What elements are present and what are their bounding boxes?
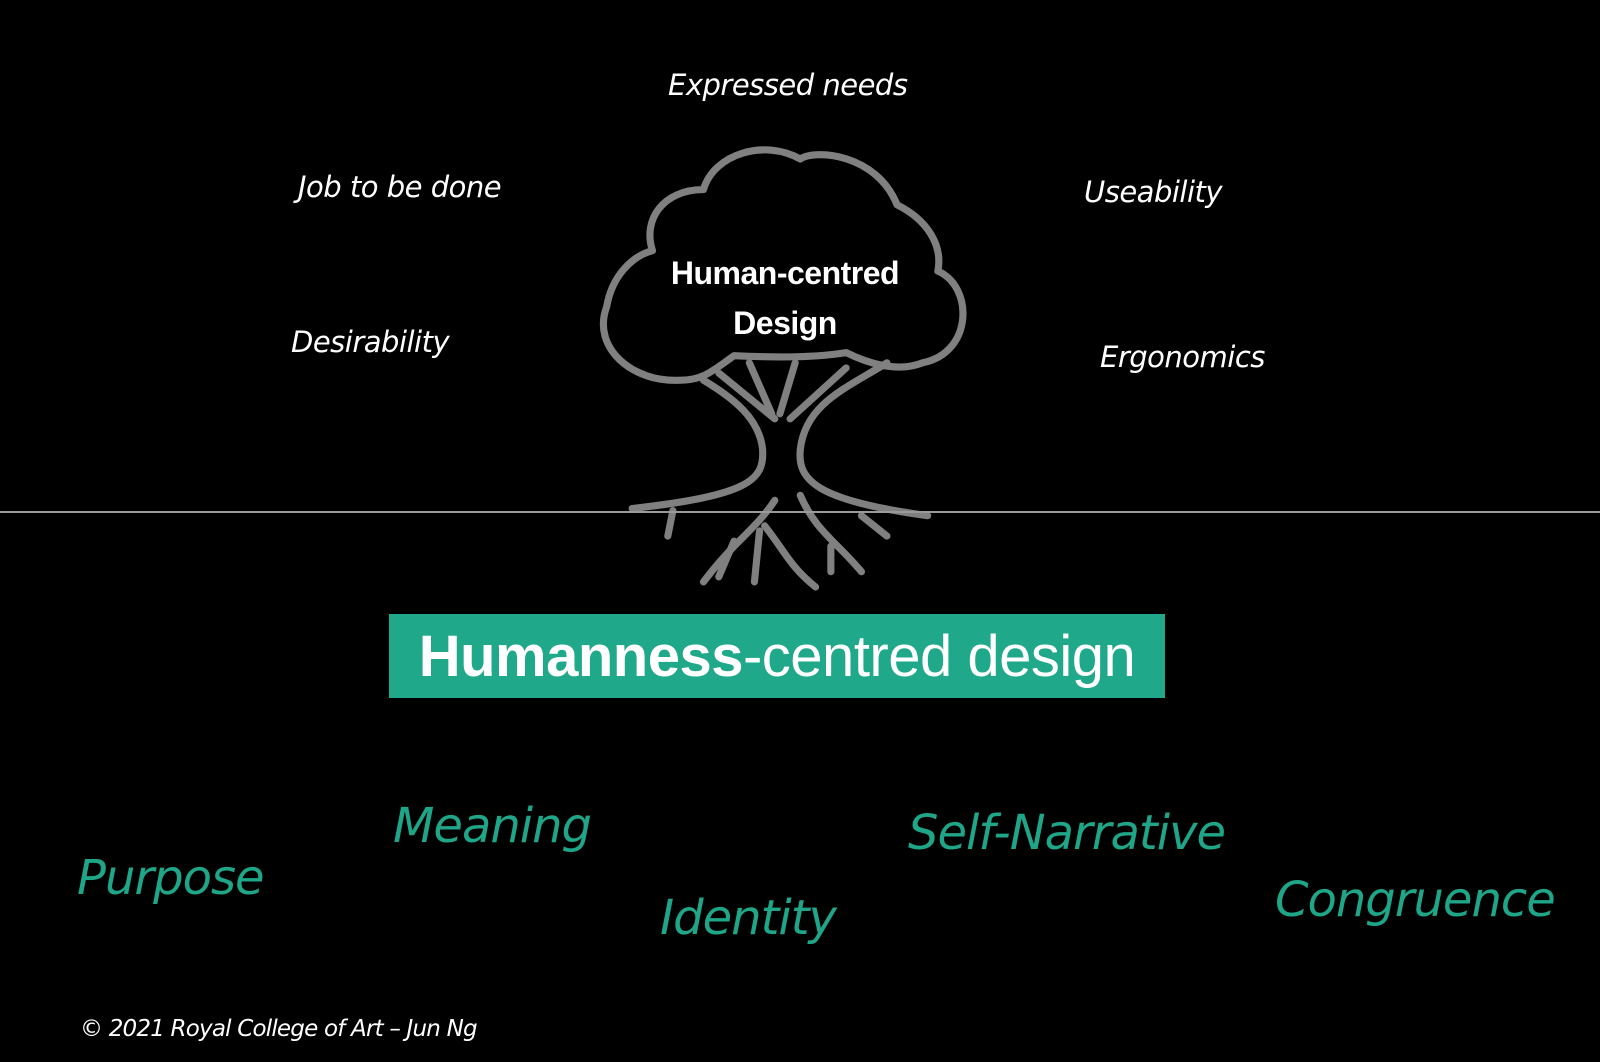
label-meaning: Meaning (393, 798, 592, 854)
label-desirability: Desirability (291, 325, 450, 359)
label-identity: Identity (660, 890, 837, 946)
human-centred-design-label: Human-centred Design (620, 248, 950, 348)
banner-bold-text: Humanness (418, 623, 744, 689)
label-ergonomics: Ergonomics (1100, 340, 1265, 374)
label-useability: Useability (1084, 175, 1223, 209)
humanness-centred-design-banner: Humanness-centred design (389, 614, 1165, 698)
banner-regular-text: -centred design (742, 623, 1136, 689)
tree-icon (599, 146, 967, 591)
hcd-line1: Human-centred (670, 255, 900, 291)
label-job-to-be-done: Job to be done (298, 170, 502, 204)
label-purpose: Purpose (77, 850, 264, 906)
label-congruence: Congruence (1275, 872, 1556, 928)
hcd-line2: Design (733, 305, 837, 341)
horizon-divider (0, 511, 1600, 513)
label-expressed-needs: Expressed needs (668, 68, 908, 102)
copyright-footer: © 2021 Royal College of Art – Jun Ng (80, 1016, 478, 1042)
label-self-narrative: Self-Narrative (908, 805, 1226, 861)
